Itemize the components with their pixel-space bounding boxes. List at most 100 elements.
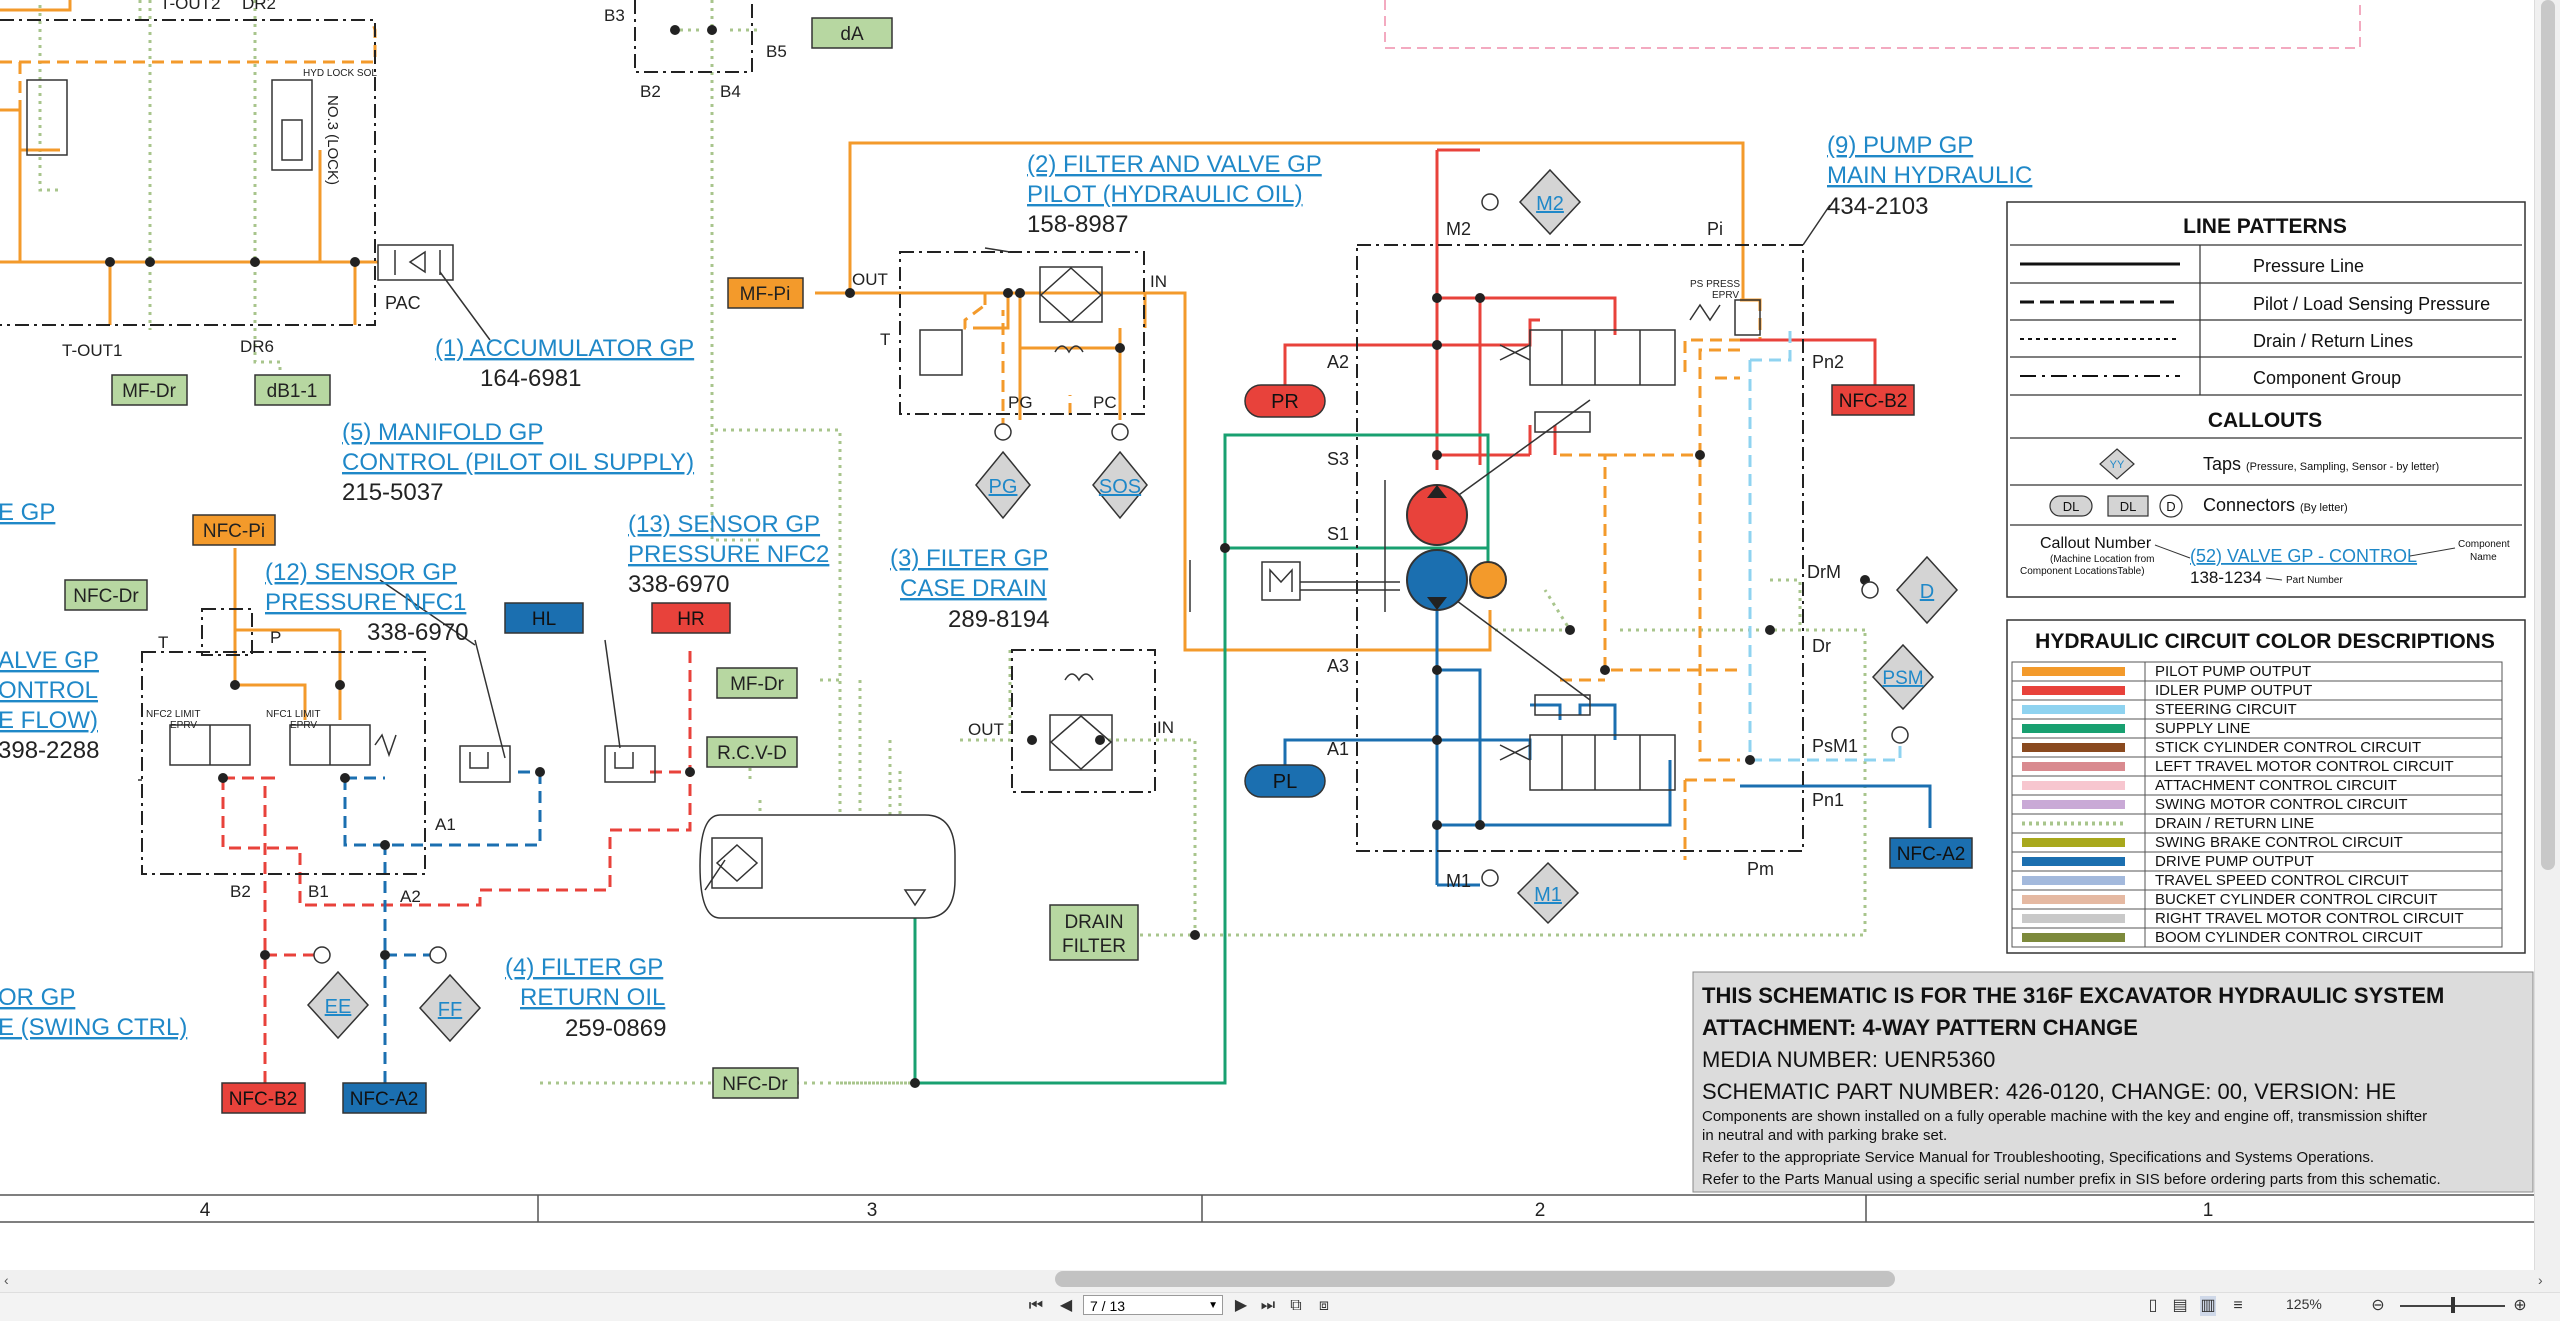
tap-sos[interactable]	[1092, 450, 1148, 520]
scroll-right-icon[interactable]: ›	[2538, 1272, 2543, 1288]
connector-da[interactable]	[811, 17, 893, 49]
callout-accumulator-link[interactable]: (1) ACCUMULATOR GP	[435, 335, 694, 362]
page-number-field[interactable]: 7 / 13▼	[1083, 1295, 1223, 1315]
port-t-nfc: T	[158, 633, 168, 652]
tap-d-label[interactable]: D	[1920, 581, 1934, 603]
pilot-pump-symbol	[1469, 561, 1507, 599]
callout-sensor-nfc1-link-2[interactable]: PRESSURE NFC1	[265, 589, 466, 616]
tap-m1[interactable]	[1516, 861, 1580, 925]
connector-nfc-dr-left[interactable]	[64, 579, 148, 611]
connector-hl[interactable]	[504, 602, 584, 634]
zone-grid: 4 3 2 1	[0, 1194, 2534, 1223]
callout-pilot-filter-link-2[interactable]: PILOT (HYDRAULIC OIL)	[1027, 181, 1303, 208]
tap-pg[interactable]	[975, 450, 1031, 520]
port-out-pilot: OUT	[852, 270, 888, 289]
tap-ff-label[interactable]: FF	[438, 999, 462, 1021]
connector-nfc-b2-right-label: NFC-B2	[1839, 391, 1908, 412]
single-page-view-icon[interactable]: ▯	[2148, 1297, 2158, 1314]
port-m1: M1	[1446, 871, 1471, 891]
zoom-slider-thumb[interactable]	[2451, 1297, 2455, 1313]
tap-psm-label[interactable]: PSM	[1882, 668, 1923, 689]
prev-page-icon[interactable]: ◀	[1059, 1297, 1073, 1314]
callout-return-filter-link-1[interactable]: (4) FILTER GP	[505, 954, 663, 981]
connector-mf-dr-mid-label: MF-Dr	[730, 674, 784, 695]
callout-case-filter-link-1[interactable]: (3) FILTER GP	[890, 545, 1048, 572]
continuous-view-icon[interactable]: ▤	[2172, 1297, 2188, 1314]
tap-psm[interactable]	[1871, 643, 1935, 711]
connector-mf-pi[interactable]	[727, 277, 804, 309]
info-title: THIS SCHEMATIC IS FOR THE 316F EXCAVATOR…	[1702, 983, 2444, 1008]
callout-case-filter-part: 289-8194	[948, 606, 1049, 633]
tap-m2-label[interactable]: M2	[1536, 193, 1564, 215]
callout-sensor-nfc2-link-1[interactable]: (13) SENSOR GP	[628, 511, 820, 538]
callout-return-filter-link-2[interactable]: RETURN OIL	[520, 984, 665, 1011]
connector-nfc-a2-right[interactable]	[1889, 837, 1973, 869]
info-note-1b: in neutral and with parking brake set.	[1702, 1127, 1947, 1144]
connector-mf-dr-mid[interactable]	[716, 667, 798, 699]
legend-color-label: BOOM CYLINDER CONTROL CIRCUIT	[2155, 929, 2423, 946]
connector-db1-1[interactable]	[254, 374, 331, 406]
scroll-left-icon[interactable]: ‹	[4, 1272, 9, 1288]
tap-m2[interactable]	[1518, 168, 1582, 236]
next-page-icon[interactable]: ▶	[1234, 1297, 1248, 1314]
vertical-scrollbar-thumb[interactable]	[2541, 0, 2555, 870]
callout-manifold-link-2[interactable]: CONTROL (PILOT OIL SUPPLY)	[342, 449, 694, 476]
fit-width-icon[interactable]: ⧈	[1318, 1297, 1330, 1314]
port-a2: A2	[1327, 352, 1349, 372]
callout-cut-left-2b[interactable]: ONTROL	[0, 677, 98, 704]
scroll-mode-icon[interactable]: ≡	[2233, 1297, 2243, 1314]
connector-hr[interactable]	[651, 602, 731, 634]
horizontal-scrollbar-thumb[interactable]	[1055, 1271, 1895, 1287]
callout-cut-left-1[interactable]: E GP	[0, 499, 55, 526]
legend-callout-location-1: (Machine Location from	[2050, 554, 2155, 565]
legend-pattern-pilot: Pilot / Load Sensing Pressure	[2253, 294, 2490, 314]
connector-nfc-dr-bottom[interactable]	[712, 1067, 799, 1099]
first-page-icon[interactable]: ⏮	[1028, 1297, 1044, 1314]
tap-ee[interactable]	[306, 970, 370, 1040]
document-viewport[interactable]: MF-Pi MF-Dr dB1-1 dA NFC-Pi NFC-Dr HL HR…	[0, 0, 2534, 1270]
connector-rcvd[interactable]	[706, 736, 798, 768]
connector-pl[interactable]	[1244, 764, 1326, 798]
callout-sensor-nfc1-link-1[interactable]: (12) SENSOR GP	[265, 559, 457, 586]
callout-pump-link-2[interactable]: MAIN HYDRAULIC	[1827, 162, 2032, 189]
callout-cut-left-3b[interactable]: E (SWING CTRL)	[0, 1014, 187, 1041]
legend-taps-label: Taps	[2203, 454, 2241, 474]
legend-color-title: HYDRAULIC CIRCUIT COLOR DESCRIPTIONS	[2035, 630, 2495, 653]
callout-sensor-nfc2-link-2[interactable]: PRESSURE NFC2	[628, 541, 829, 568]
legend-callouts-title: CALLOUTS	[2208, 409, 2322, 432]
vertical-scrollbar[interactable]	[2534, 0, 2560, 1270]
legend-callout-part: 138-1234	[2190, 568, 2262, 587]
info-part-number: SCHEMATIC PART NUMBER: 426-0120, CHANGE:…	[1702, 1079, 2396, 1104]
tap-d[interactable]	[1895, 555, 1959, 625]
tap-ff[interactable]	[418, 973, 482, 1043]
zoom-in-icon[interactable]: ⊕	[2513, 1297, 2527, 1314]
connector-nfc-a2-bottom[interactable]	[342, 1082, 427, 1114]
connector-nfc-b2-bottom[interactable]	[221, 1082, 306, 1114]
tap-sos-label[interactable]: SOS	[1099, 476, 1141, 498]
last-page-icon[interactable]: ⏭	[1260, 1297, 1276, 1314]
callout-pump-link-1[interactable]: (9) PUMP GP	[1827, 132, 1973, 159]
callout-manifold-link-1[interactable]: (5) MANIFOLD GP	[342, 419, 543, 446]
connector-nfc-pi[interactable]	[192, 514, 276, 546]
tap-m1-label[interactable]: M1	[1534, 884, 1562, 906]
callout-return-filter-part: 259-0869	[565, 1015, 666, 1042]
legend-callout-example[interactable]: (52) VALVE GP - CONTROL	[2190, 546, 2417, 566]
tap-group: PG SOS M2 M1 D PSM EE FF	[306, 168, 1959, 1043]
connector-nfc-b2-right[interactable]	[1831, 384, 1915, 416]
page-dropdown-icon[interactable]: ▼	[1208, 1300, 1218, 1311]
tap-ee-label[interactable]: EE	[325, 996, 352, 1018]
callout-cut-left-2a[interactable]: ALVE GP	[0, 647, 99, 674]
callout-pilot-filter-link-1[interactable]: (2) FILTER AND VALVE GP	[1027, 151, 1322, 178]
fit-page-icon[interactable]: ⧉	[1290, 1297, 1302, 1314]
port-s1: S1	[1327, 524, 1349, 544]
legend-connector-symbol-2: DL	[2120, 499, 2137, 514]
callout-case-filter-link-2[interactable]: CASE DRAIN	[900, 575, 1047, 602]
zoom-out-icon[interactable]: ⊖	[2371, 1297, 2385, 1314]
connector-pr[interactable]	[1244, 384, 1326, 418]
callout-cut-left-2c[interactable]: E FLOW)	[0, 707, 98, 734]
callout-cut-left-3a[interactable]: OR GP	[0, 984, 75, 1011]
connector-drain-filter[interactable]	[1049, 904, 1139, 961]
tap-pg-label[interactable]: PG	[989, 476, 1018, 498]
connector-mf-dr-top[interactable]	[111, 374, 188, 406]
two-page-view-icon[interactable]: ▥	[2200, 1296, 2216, 1316]
